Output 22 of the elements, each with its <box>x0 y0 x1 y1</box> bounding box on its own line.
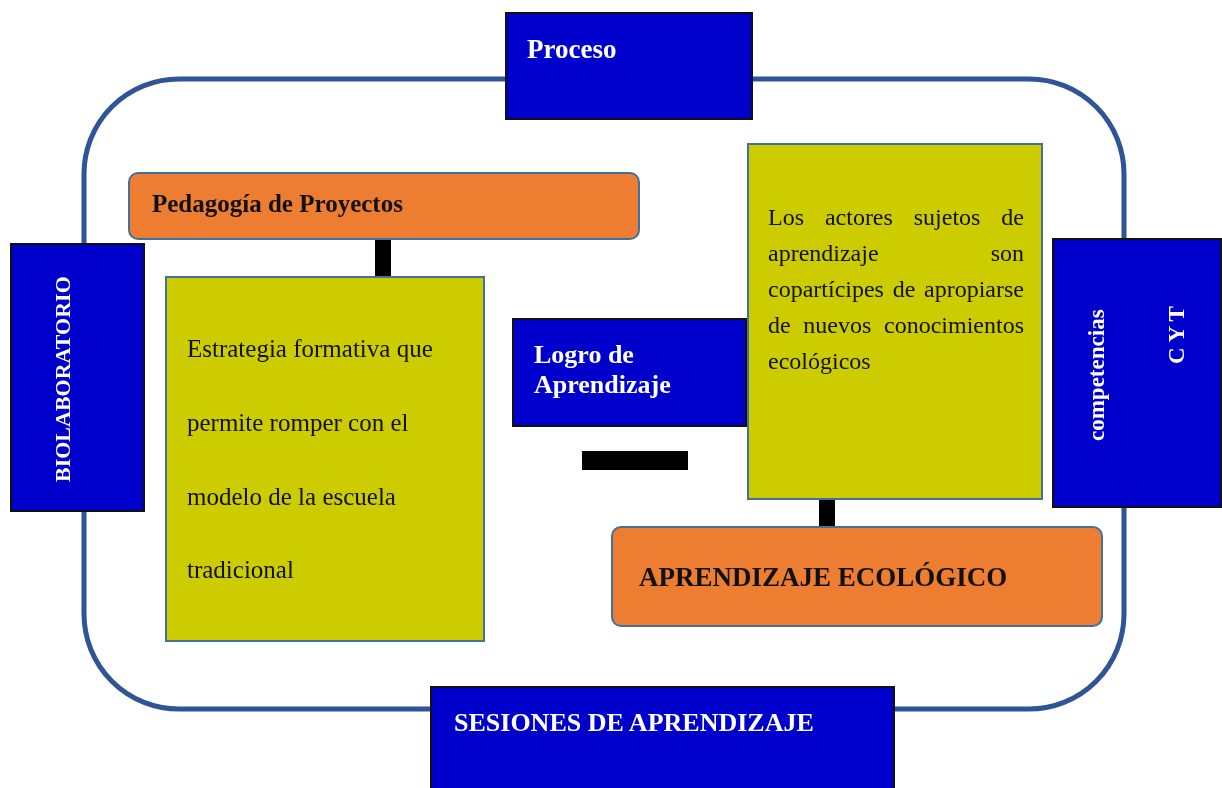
box-title: Proceso <box>527 34 617 65</box>
description-text: Los actores sujetos de aprendizaje son copartícipes de apropiarse de nuevos conocimientos ecológicos <box>768 203 1024 376</box>
process-box <box>430 686 895 788</box>
content-box <box>747 143 1043 500</box>
description-text: Estrategia formativa que permite romper con el modelo de la escuela tradicional <box>187 334 434 586</box>
side-box <box>10 243 145 512</box>
box-title: Logro de Aprendizaje <box>534 340 672 400</box>
box-title: Pedagogía de Proyectos <box>152 190 403 218</box>
process-box <box>505 12 753 120</box>
vertical-label: competencias <box>1084 308 1110 443</box>
bar <box>582 451 688 470</box>
content-box <box>165 276 485 642</box>
box-title: APRENDIZAJE ECOLÓGICO <box>639 562 1008 593</box>
vertical-label: BIOLABORATORIO <box>50 275 76 485</box>
side-box <box>1052 238 1222 508</box>
rounded-box <box>611 526 1103 627</box>
process-box <box>512 318 747 427</box>
connector-bar <box>819 500 835 526</box>
box-title: SESIONES DE APRENDIZAJE <box>454 708 814 738</box>
vertical-label: C Y T <box>1164 305 1190 366</box>
connector-bar <box>375 240 391 276</box>
rounded-box <box>128 172 640 240</box>
